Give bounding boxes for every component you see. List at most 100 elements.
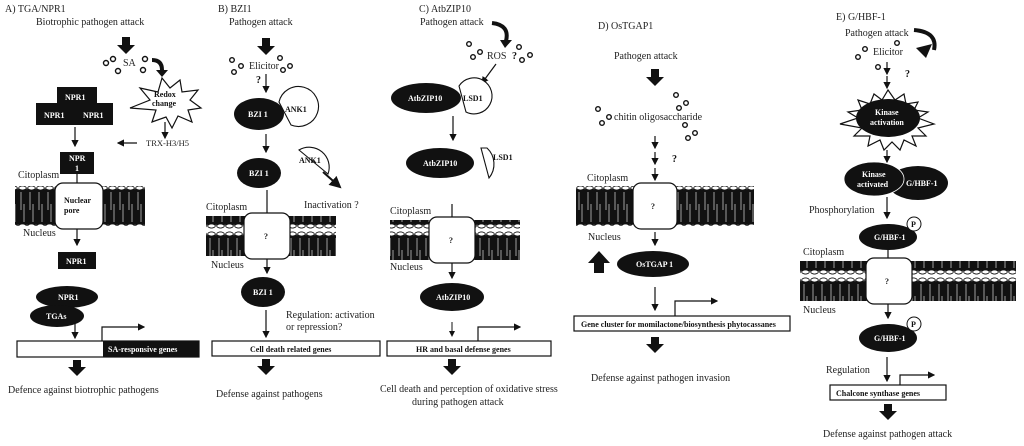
npr1-label: NPR1 <box>83 111 103 120</box>
kinase-activated-protein <box>843 161 905 197</box>
panel-a-trigger: Biotrophic pathogen attack <box>36 17 144 28</box>
panel-d-trigger: Pathogen attack <box>614 51 678 62</box>
redox-label-2: change <box>152 99 176 108</box>
panel-d: D) OsTGAP1 Pathogen attack chitin oligos… <box>573 21 791 384</box>
npr1-oligomer-base <box>36 103 113 125</box>
panel-c: C) AtbZIP10 Pathogen attack ROS ? LSD1 A… <box>380 4 558 408</box>
thick-arrow-icon <box>257 359 275 375</box>
panel-c-trigger: Pathogen attack <box>420 17 484 28</box>
redox-change-burst <box>129 76 203 130</box>
ostgap1-label: OsTGAP 1 <box>636 260 673 269</box>
npr1-monomer <box>60 152 94 174</box>
genes-box <box>211 340 381 357</box>
lsd1-partner <box>458 77 493 115</box>
kinase-label: Kinase <box>875 108 899 117</box>
sa-responsive-genes-box <box>103 341 199 357</box>
genes-label: SA-responsive genes <box>108 345 177 354</box>
question-mark: ? <box>905 69 910 80</box>
thick-arrow-icon <box>257 38 275 55</box>
nuclear-pore <box>632 182 678 230</box>
npr1-oligomer-top <box>57 87 97 104</box>
bzi1-protein <box>234 98 284 130</box>
bzi1-label: BZI 1 <box>253 288 273 297</box>
regulation-label: or repression? <box>286 322 343 333</box>
tgas-label: TGAs <box>46 312 66 321</box>
npr1-label: 1 <box>75 164 79 173</box>
pore-label: ? <box>264 232 268 241</box>
thick-arrow-icon <box>646 337 664 353</box>
ros-molecules-icon <box>466 41 534 64</box>
ghbf1-label: G/HBF-1 <box>906 179 938 188</box>
panel-a-title: A) TGA/NPR1 <box>5 4 66 15</box>
nucleus-label: Nucleus <box>23 228 56 239</box>
thick-arrow-icon <box>879 404 897 420</box>
outcome-label: during pathogen attack <box>412 397 504 408</box>
bzi1-label: BZI 1 <box>249 169 269 178</box>
cytoplasm-label: Citoplasm <box>206 202 247 213</box>
bzi1-protein <box>237 158 281 188</box>
bzi1-protein <box>241 277 285 307</box>
atbzip10-label: AtbZIP10 <box>436 293 470 302</box>
phosphate-group-icon <box>906 316 922 332</box>
atbzip10-protein <box>420 283 484 311</box>
nucleus-label: Nucleus <box>803 305 836 316</box>
genes-box <box>829 384 947 401</box>
panel-b-trigger: Pathogen attack <box>229 17 293 28</box>
question-mark: ? <box>672 154 677 165</box>
atbzip10-label: AtbZIP10 <box>423 159 457 168</box>
ank1-label: ANK1 <box>299 156 321 165</box>
lsd1-partner <box>480 147 495 180</box>
nucleus-label: Nucleus <box>211 260 244 271</box>
pore-label: ? <box>885 277 889 286</box>
outcome-label: Defence against biotrophic pathogens <box>8 385 159 396</box>
bzi1-label: BZI 1 <box>248 110 268 119</box>
panel-d-title: D) OsTGAP1 <box>598 21 653 32</box>
ank1-label: ANK1 <box>285 105 307 114</box>
panel-b: B) BZI1 Pathogen attack Elicitor ? ANK1 … <box>206 4 381 400</box>
npr1-label: NPR <box>69 154 86 163</box>
cytoplasm-label: Citoplasm <box>803 247 844 258</box>
ghbf1-label: G/HBF-1 <box>874 233 906 242</box>
atbzip10-protein <box>391 83 461 113</box>
outcome-label: Defense against pathogens <box>216 389 323 400</box>
curved-arrow-icon <box>913 28 937 51</box>
pore-label: ? <box>449 236 453 245</box>
tgas-complex <box>30 305 84 327</box>
lsd1-label: LSD1 <box>463 94 483 103</box>
ghbf1-label: G/HBF-1 <box>874 334 906 343</box>
elicitor-label: Elicitor <box>249 61 280 72</box>
ghbf1-protein <box>859 324 917 352</box>
pore-label: pore <box>64 206 80 215</box>
phosphorylation-label: Phosphorylation <box>809 205 875 216</box>
atbzip10-label: AtbZIP10 <box>408 94 442 103</box>
panel-b-title: B) BZI1 <box>218 4 252 15</box>
genes-label: HR and basal defense genes <box>416 345 511 354</box>
regulation-label: Regulation: activation <box>286 310 375 321</box>
question-mark: ? <box>256 75 261 86</box>
phosphate-label: P <box>911 320 916 329</box>
thick-arrow-icon <box>443 359 461 375</box>
thick-arrow-icon <box>646 69 664 86</box>
outcome-label: Defense against pathogen invasion <box>591 373 730 384</box>
trx-label: TRX-H3/H5 <box>146 138 189 148</box>
ank1-partner <box>278 85 320 128</box>
curved-arrow-icon <box>491 21 509 42</box>
ank1-partner <box>298 146 330 175</box>
ghbf1-protein <box>859 224 917 250</box>
pore-label: Nuclear <box>64 196 92 205</box>
npr1-label: NPR1 <box>58 293 78 302</box>
outcome-label: Defense against pathogen attack <box>823 429 952 440</box>
nuclear-pore <box>865 257 913 305</box>
cytoplasm-label: Citoplasm <box>390 206 431 217</box>
elicitor-molecules-icon <box>855 40 901 70</box>
elicitor-molecules-icon <box>228 55 294 75</box>
phosphate-label: P <box>911 220 916 229</box>
panel-c-title: C) AtbZIP10 <box>419 4 471 15</box>
panel-a: A) TGA/NPR1 Biotrophic pathogen attack S… <box>5 4 203 396</box>
genes-box <box>386 340 552 357</box>
kinase-activated-label: Kinase <box>862 170 886 179</box>
panel-e-title: E) G/HBF-1 <box>836 12 886 23</box>
sa-label: SA <box>123 58 137 69</box>
npr1-label: NPR1 <box>65 93 85 102</box>
inactivation-label: Inactivation ? <box>304 200 359 211</box>
